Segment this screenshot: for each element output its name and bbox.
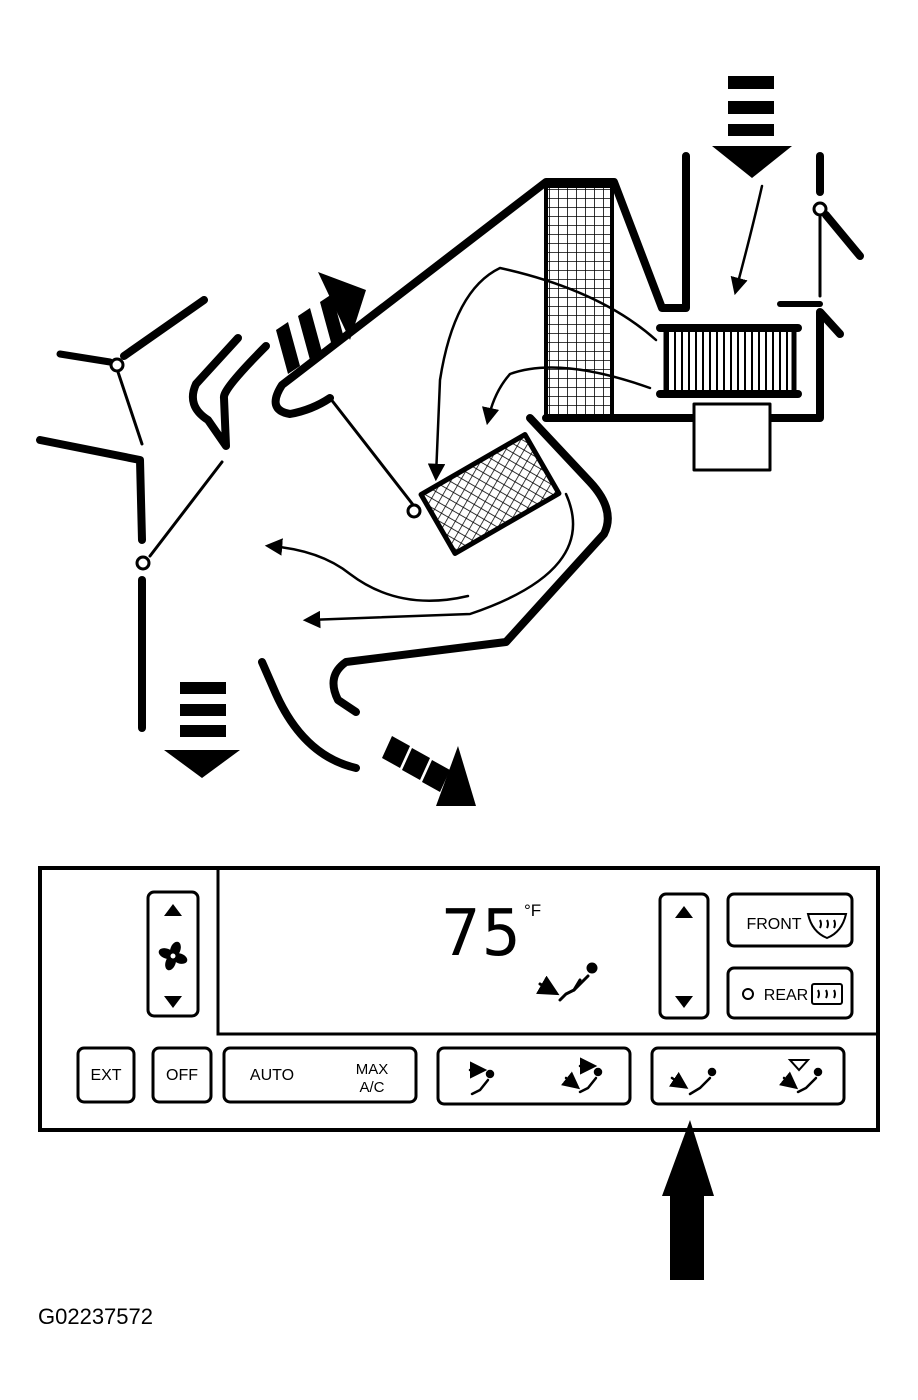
outside-air-door <box>812 152 864 298</box>
control-panel: 75 °F FRONT <box>38 866 880 1132</box>
fan-icon <box>158 941 188 971</box>
temperature-unit: °F <box>524 901 541 920</box>
lcd-display: 75 °F <box>441 897 598 1002</box>
bilevel-mode-icon <box>560 1057 603 1094</box>
temp-up-arrow-icon[interactable] <box>675 906 693 918</box>
max-button-label: MAX <box>356 1061 389 1078</box>
defog-mode-icon <box>778 1059 823 1094</box>
floor-outlet-arrow-icon <box>164 682 240 778</box>
ext-button[interactable]: EXT <box>76 1046 136 1104</box>
vent-bilevel-button[interactable] <box>436 1046 632 1106</box>
fan-up-arrow-icon[interactable] <box>164 904 182 916</box>
temperature-control[interactable] <box>658 892 710 1020</box>
rear-defrost-button[interactable]: REAR <box>726 966 854 1020</box>
temp-down-arrow-icon[interactable] <box>675 996 693 1008</box>
duct-wall-mid <box>329 414 612 716</box>
front-defrost-button[interactable]: FRONT <box>726 892 854 948</box>
fan-down-arrow-icon[interactable] <box>164 996 182 1008</box>
airflow-diagram <box>36 76 864 806</box>
auto-max-ac-button[interactable]: AUTO MAX A/C <box>222 1046 418 1104</box>
rear-button-label: REAR <box>764 987 808 1004</box>
defrost-outlet-arrow-icon <box>276 272 366 374</box>
front-button-label: FRONT <box>746 916 801 933</box>
current-mode-icon <box>536 962 598 1002</box>
auto-button-label: AUTO <box>250 1067 294 1084</box>
ext-button-label: EXT <box>90 1067 121 1084</box>
heater-core <box>418 432 562 556</box>
rear-indicator-icon <box>742 988 754 1000</box>
figure-id: G02237572 <box>38 1304 153 1329</box>
ac-button-label: A/C <box>359 1079 384 1096</box>
intake-arrow-icon <box>712 76 792 178</box>
duct-wall <box>271 152 690 418</box>
off-button-label: OFF <box>166 1067 198 1084</box>
vent-mode-icon <box>468 1061 495 1096</box>
blower-motor <box>656 324 802 472</box>
fan-speed-control[interactable] <box>146 890 200 1018</box>
temperature-readout: 75 <box>441 897 522 971</box>
pointer-arrow-icon <box>662 1120 714 1280</box>
rear-outlet-arrow-icon <box>382 736 476 806</box>
front-defrost-icon <box>806 913 848 940</box>
rear-defrost-icon <box>811 983 843 1005</box>
mode-doors-left <box>36 296 360 772</box>
floor-defog-button[interactable] <box>650 1046 846 1106</box>
off-button[interactable]: OFF <box>151 1046 213 1104</box>
duct-wall-lower <box>542 308 844 422</box>
floor-mode-icon <box>668 1067 717 1096</box>
